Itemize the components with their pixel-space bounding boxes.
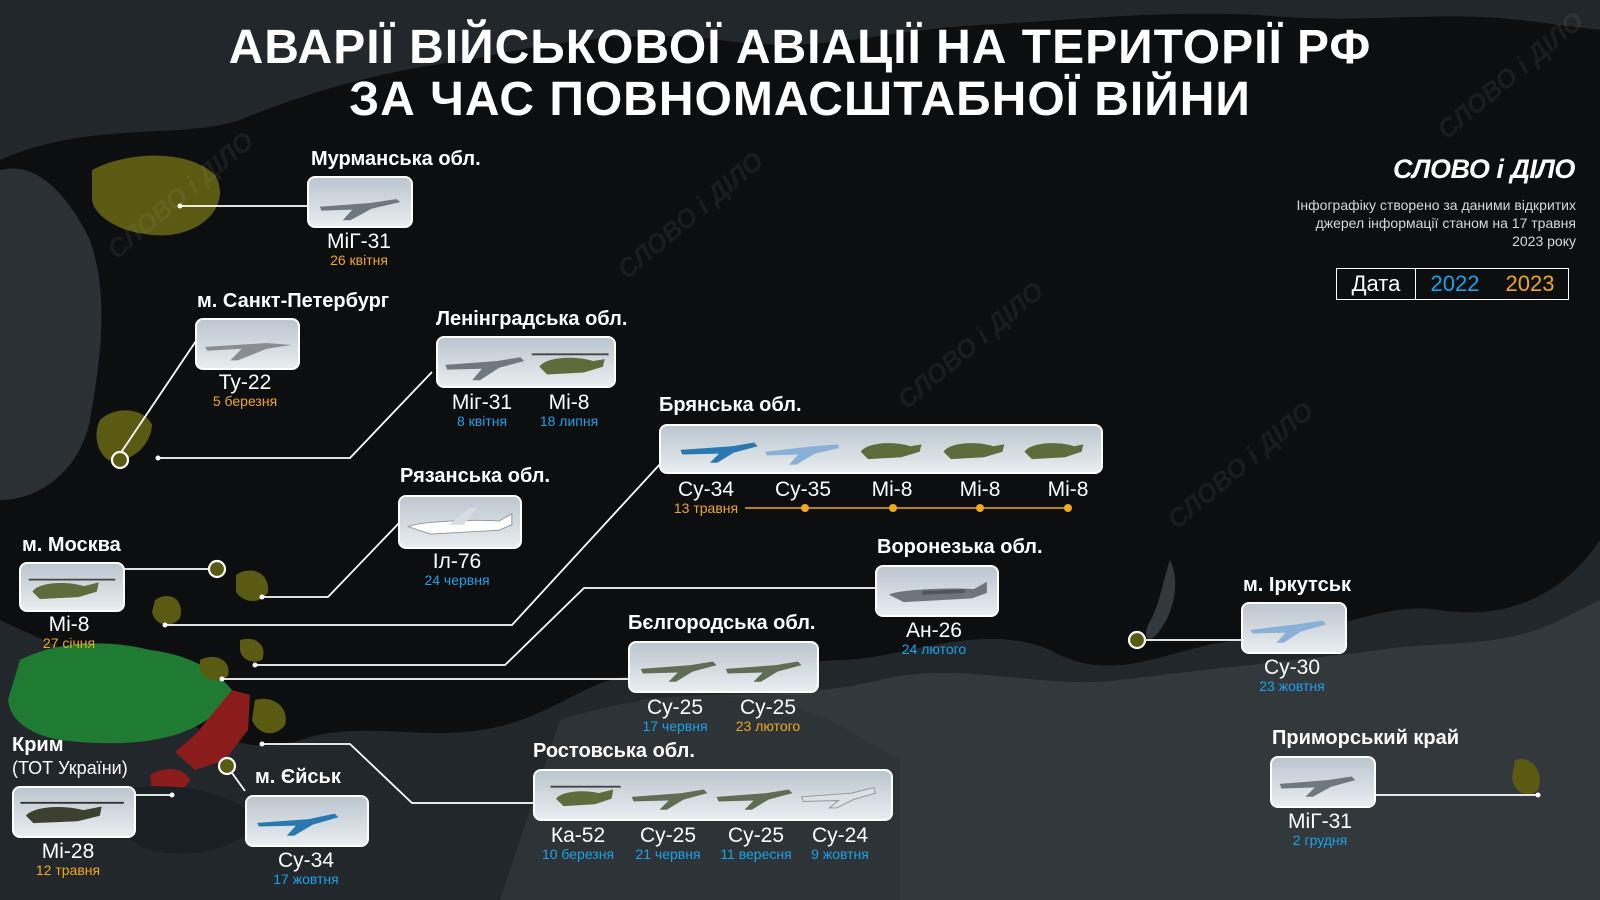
caption-belgorod-1: Су-25 23 лютого	[735, 696, 801, 734]
caption-rostov-1: Су-25 21 червня	[635, 824, 701, 862]
aircraft-card-bryansk	[659, 424, 1103, 474]
caption-voronezh-0: Ан-26 24 лютого	[901, 619, 967, 657]
caption-bryansk-2: Мі-8	[871, 478, 913, 501]
region-irkutsk: м. Іркутськ	[1243, 574, 1352, 596]
aircraft-name: МіГ-31	[327, 230, 391, 253]
caption-murmansk-0: МіГ-31 26 квітня	[299, 231, 419, 268]
region-murmansk: Мурманська обл.	[311, 148, 481, 170]
legend-year-2023: 2023	[1505, 271, 1555, 296]
region-crimea-subtitle: (ТОТ України)	[12, 758, 128, 778]
caption-leningrad-1: Мі-8 18 липня	[539, 391, 599, 429]
source-note: Інфографіку створено за даними відкритих…	[1296, 197, 1576, 249]
caption-crimea-0: Мі-28 12 травня	[35, 840, 101, 878]
region-belgorod: Бєлгородська обл.	[628, 612, 816, 634]
page-title-line1: АВАРІЇ ВІЙСЬКОВОЇ АВІАЦІЇ НА ТЕРИТОРІЇ Р…	[228, 21, 1372, 74]
caption-bryansk-3: Мі-8	[959, 478, 1001, 501]
aircraft-date: 26 квітня	[330, 252, 388, 268]
caption-yeysk-0: Су-34 17 жовтня	[273, 849, 339, 887]
aircraft-card-murmansk	[307, 176, 413, 228]
page-title-line2: ЗА ЧАС ПОВНОМАСШТАБНОЇ ВІЙНИ	[349, 73, 1251, 126]
aircraft-card-belgorod	[628, 641, 819, 693]
legend-label: Дата	[1337, 269, 1416, 299]
caption-rostov-2: Су-25 11 вересня	[720, 824, 792, 862]
region-rostov: Ростовська обл.	[533, 740, 695, 762]
caption-leningrad-0: Міг-31 8 квітня	[451, 391, 513, 429]
aircraft-card-yeysk	[245, 795, 369, 847]
caption-belgorod-0: Су-25 17 червня	[642, 696, 708, 734]
region-yeysk: м. Єйськ	[255, 766, 341, 788]
caption-bryansk-1: Су-35	[774, 478, 832, 501]
caption-rostov-3: Су-24 9 жовтня	[811, 824, 869, 862]
aircraft-card-ryazan	[398, 495, 522, 549]
legend-year-2022: 2022	[1430, 271, 1480, 296]
region-ryazan: Рязанська обл.	[400, 465, 551, 487]
aircraft-card-rostov	[533, 769, 893, 821]
jet-icon	[319, 199, 401, 221]
caption-st-petersburg-0: Ту-22 5 березня	[212, 371, 278, 409]
region-st-petersburg: м. Санкт-Петербург	[197, 290, 390, 312]
caption-primorsky-0: МіГ-31 2 грудня	[1288, 810, 1352, 848]
aircraft-card-voronezh	[875, 565, 999, 617]
year-legend: Дата 2022 2023	[1336, 268, 1569, 300]
region-leningrad: Ленінградська обл.	[436, 308, 628, 330]
brand-logo: СЛОВО і ДІЛО	[1393, 154, 1575, 184]
region-bryansk: Брянська обл.	[659, 394, 802, 416]
caption-bryansk-0: Су-34 13 травня	[673, 478, 739, 516]
aircraft-card-irkutsk	[1241, 602, 1347, 654]
aircraft-card-primorsky	[1270, 756, 1376, 808]
caption-ryazan-0: Іл-76 24 червня	[424, 550, 490, 588]
aircraft-card-leningrad	[436, 336, 616, 388]
aircraft-card-st-petersburg	[195, 318, 300, 370]
caption-moscow-0: Мі-8 27 січня	[42, 613, 96, 651]
aircraft-card-moscow	[19, 562, 125, 612]
caption-rostov-0: Ка-52 10 березня	[541, 824, 615, 862]
region-voronezh: Воронезька обл.	[877, 536, 1043, 558]
region-moscow: м. Москва	[22, 534, 121, 556]
aircraft-card-crimea	[12, 786, 136, 838]
region-primorsky: Приморський край	[1272, 727, 1460, 749]
caption-bryansk-4: Мі-8	[1047, 478, 1089, 501]
caption-irkutsk-0: Су-30 23 жовтня	[1259, 656, 1325, 694]
region-crimea: Крим	[12, 734, 64, 756]
